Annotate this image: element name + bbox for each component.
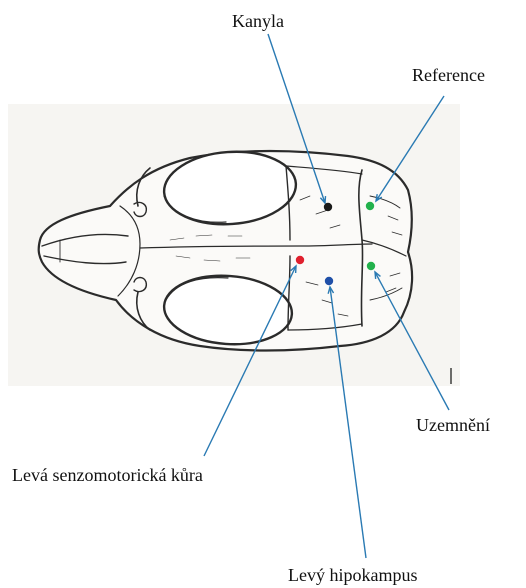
kura-dot [296,256,304,264]
uzemneni-dot [367,262,375,270]
kanyla-dot [324,203,332,211]
label-leva-senzomotoricka-kura: Levá senzomotorická kůra [12,466,203,484]
label-kanyla: Kanyla [232,12,284,30]
label-levy-hipokampus: Levý hipokampus [288,566,417,584]
hipokampus-dot [325,277,333,285]
label-uzemneni: Uzemnění [416,416,490,434]
reference-dot [366,202,374,210]
label-reference: Reference [412,66,485,84]
